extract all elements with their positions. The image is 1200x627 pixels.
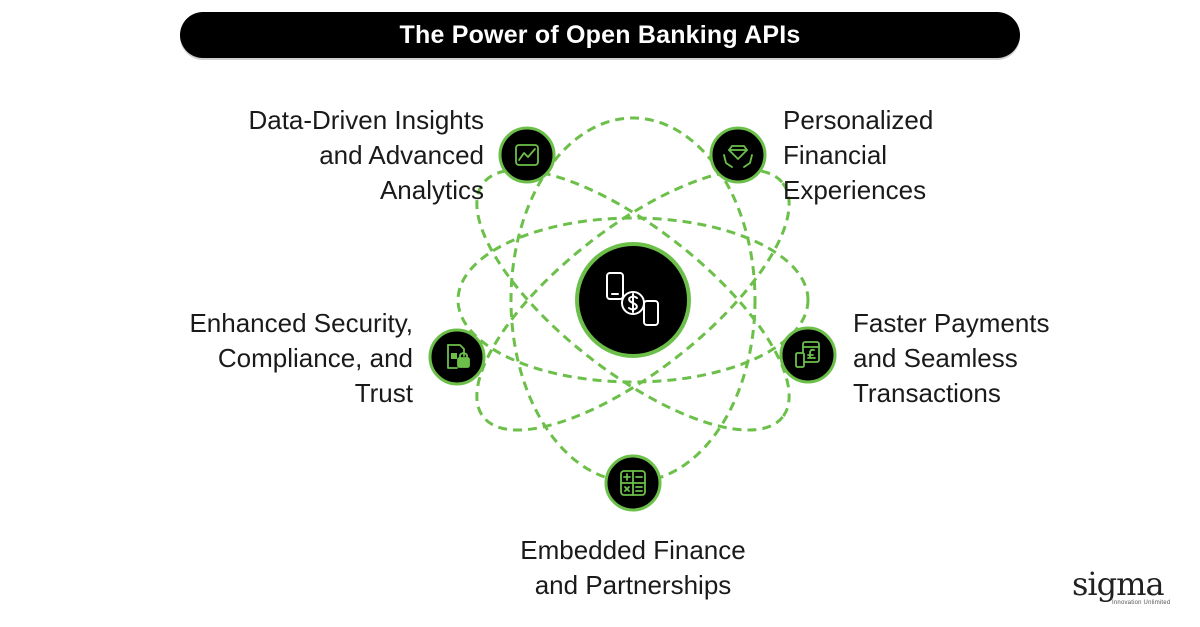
- label-line: Embedded Finance: [520, 535, 746, 565]
- chart-trend-icon: [515, 144, 539, 166]
- label-line: Experiences: [783, 175, 927, 205]
- phone-pound-icon: [795, 341, 820, 368]
- label-security: Enhanced Security, Compliance, and Trust: [189, 306, 413, 411]
- label-line: and Seamless: [853, 343, 1018, 373]
- label-line: Data-Driven Insights: [248, 105, 484, 135]
- label-personalized: Personalized Financial Experiences: [783, 103, 933, 208]
- page-title: The Power of Open Banking APIs: [399, 20, 801, 49]
- label-insights: Data-Driven Insights and Advanced Analyt…: [248, 103, 484, 208]
- sigma-logo: sigma Innovation Unlimited: [1072, 568, 1184, 620]
- label-line: Faster Payments: [853, 308, 1050, 338]
- node-personalized: [709, 126, 767, 184]
- label-line: and Partnerships: [534, 570, 732, 600]
- node-security: [428, 328, 486, 386]
- title-banner: The Power of Open Banking APIs: [180, 12, 1020, 58]
- label-line: Financial: [783, 140, 888, 170]
- orbit-ring-diagonal-a: [475, 168, 791, 432]
- label-line: Enhanced Security,: [189, 308, 413, 338]
- label-line: Trust: [354, 378, 413, 408]
- label-line: and Advanced: [319, 140, 484, 170]
- document-lock-icon: [447, 344, 470, 369]
- hands-diamond-icon: [723, 145, 753, 168]
- label-line: Analytics: [379, 175, 484, 205]
- node-payments: [779, 326, 837, 384]
- phone-dollar-exchange-icon: [606, 272, 659, 326]
- node-insights: [498, 126, 556, 184]
- orbit-ring-diagonal-b: [475, 168, 791, 432]
- orbit-rings: [456, 116, 810, 484]
- orbit-ring-horizontal: [456, 216, 810, 384]
- label-line: Personalized: [783, 105, 934, 135]
- calculator-icon: [620, 470, 646, 496]
- label-line: Transactions: [853, 378, 1001, 408]
- label-payments: Faster Payments and Seamless Transaction…: [853, 306, 1050, 411]
- label-embedded: Embedded Finance and Partnerships: [483, 533, 783, 603]
- label-line: Compliance, and: [217, 343, 413, 373]
- logo-tagline: Innovation Unlimited: [1112, 600, 1171, 606]
- node-embedded: [604, 454, 662, 512]
- logo-wordmark: sigma: [1072, 565, 1165, 603]
- center-node: [575, 242, 691, 358]
